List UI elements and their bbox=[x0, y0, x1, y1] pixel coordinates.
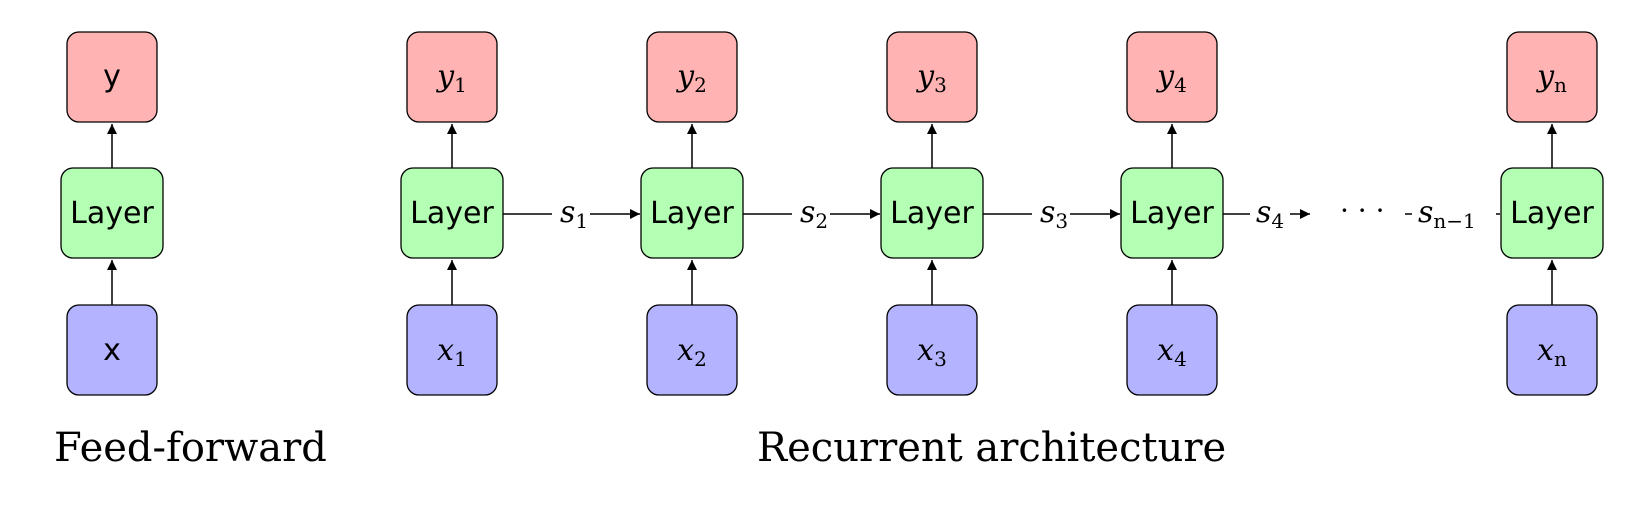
state-label-1: s1 bbox=[560, 195, 588, 233]
feedforward-layer-label: Layer bbox=[70, 196, 154, 231]
input-box-2 bbox=[646, 304, 738, 396]
feedforward-input-label: x bbox=[103, 333, 121, 368]
recurrent-step-n: yn Layer xn bbox=[1500, 31, 1604, 396]
state-label-n: sn−1 bbox=[1418, 195, 1476, 233]
feedforward-layer-box bbox=[60, 167, 164, 259]
input-label-3: x3 bbox=[917, 333, 947, 371]
layer-box-n bbox=[1500, 167, 1604, 259]
output-box-4 bbox=[1126, 31, 1218, 123]
recurrent-step-4: y4 Layer x4 bbox=[1120, 31, 1224, 396]
input-label-n: xn bbox=[1537, 333, 1567, 371]
layer-label-2: Layer bbox=[650, 196, 734, 231]
layer-box-1 bbox=[400, 167, 504, 259]
recurrent-step-3: y3 Layer x3 bbox=[880, 31, 984, 396]
output-label-2: y2 bbox=[675, 59, 707, 97]
feedforward-diagram: y Layer x Feed-forward bbox=[54, 31, 327, 471]
recurrent-diagram: y1 Layer x1 s1 y2 Layer x2 s2 bbox=[400, 31, 1604, 471]
input-label-4: x4 bbox=[1157, 333, 1187, 371]
output-label-1: y1 bbox=[435, 59, 467, 97]
ellipsis: · · · bbox=[1340, 194, 1385, 227]
feedforward-caption: Feed-forward bbox=[54, 425, 327, 471]
input-box-4 bbox=[1126, 304, 1218, 396]
feedforward-output-box bbox=[66, 31, 158, 123]
layer-box-2 bbox=[640, 167, 744, 259]
layer-box-4 bbox=[1120, 167, 1224, 259]
feedforward-input-box bbox=[66, 304, 158, 396]
input-box-n bbox=[1506, 304, 1598, 396]
state-label-2: s2 bbox=[800, 195, 828, 233]
feedforward-output-label: y bbox=[103, 59, 121, 94]
layer-label-3: Layer bbox=[890, 196, 974, 231]
output-label-3: y3 bbox=[915, 59, 947, 97]
layer-label-1: Layer bbox=[410, 196, 494, 231]
recurrent-step-1: y1 Layer x1 bbox=[400, 31, 504, 396]
recurrent-caption: Recurrent architecture bbox=[757, 425, 1226, 471]
layer-label-4: Layer bbox=[1130, 196, 1214, 231]
input-box-3 bbox=[886, 304, 978, 396]
output-label-n: yn bbox=[1535, 59, 1567, 97]
layer-box-3 bbox=[880, 167, 984, 259]
recurrent-step-2: y2 Layer x2 bbox=[640, 31, 744, 396]
state-label-3: s3 bbox=[1040, 195, 1068, 233]
input-label-1: x1 bbox=[437, 333, 467, 371]
input-box-1 bbox=[406, 304, 498, 396]
output-box-3 bbox=[886, 31, 978, 123]
output-box-2 bbox=[646, 31, 738, 123]
state-label-4: s4 bbox=[1256, 195, 1284, 233]
output-box-1 bbox=[406, 31, 498, 123]
layer-label-n: Layer bbox=[1510, 196, 1594, 231]
output-box-n bbox=[1506, 31, 1598, 123]
input-label-2: x2 bbox=[677, 333, 707, 371]
output-label-4: y4 bbox=[1155, 59, 1187, 97]
